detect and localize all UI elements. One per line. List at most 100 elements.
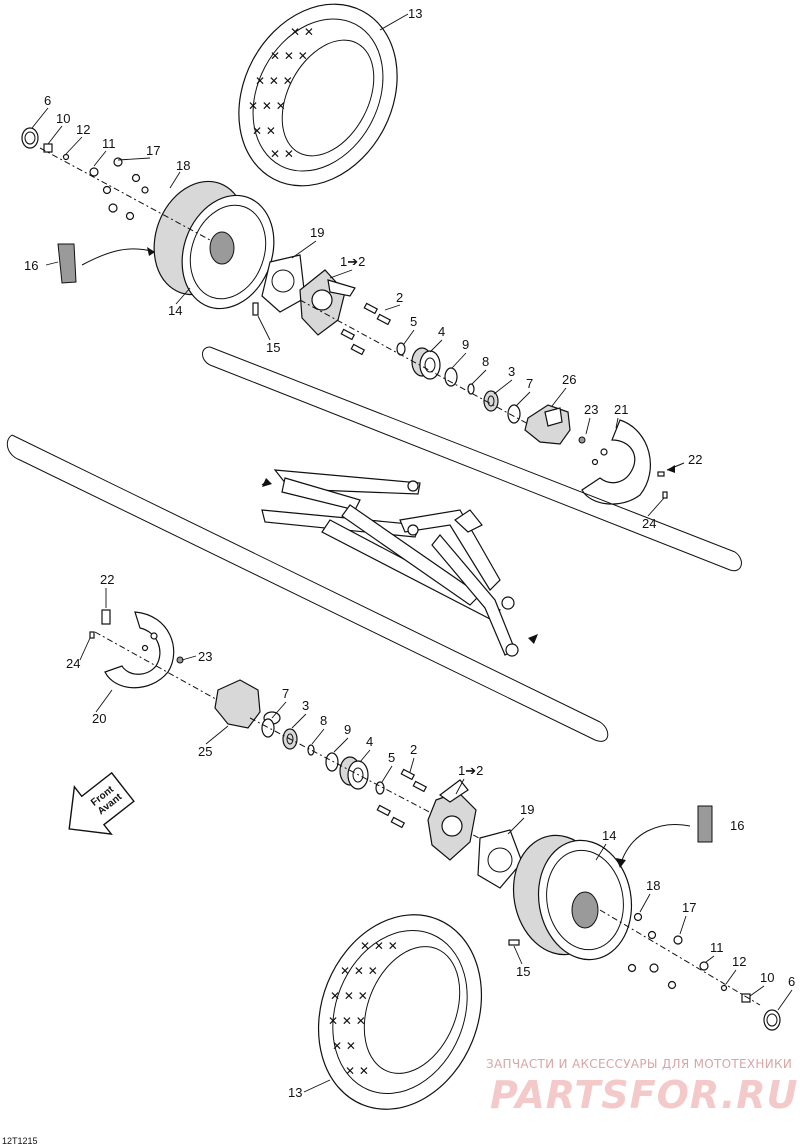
a-arm-assembly[interactable] xyxy=(261,469,519,657)
spacer-8-top[interactable] xyxy=(467,383,475,395)
callouts-top: 13 6 10 12 11 17 18 16 14 19 1➔2 2 15 5 … xyxy=(24,6,702,531)
ring-7-bottom[interactable] xyxy=(261,718,275,738)
brake-disc-bottom[interactable] xyxy=(104,611,175,689)
gasket-bottom[interactable] xyxy=(477,829,523,889)
callout-16-bottom: 16 xyxy=(730,818,744,833)
clip-22-top[interactable] xyxy=(657,471,665,477)
seal-3-top[interactable] xyxy=(483,390,499,412)
leader-line xyxy=(725,969,737,985)
callout-6-top: 6 xyxy=(44,93,51,108)
watermark-logo: PARTSFOR.RU xyxy=(490,1073,798,1117)
leader-line xyxy=(429,339,443,353)
callout-17-top: 17 xyxy=(146,143,160,158)
screw-24-top[interactable] xyxy=(662,491,668,499)
callout-3-bottom: 3 xyxy=(302,698,309,713)
svg-text:✕ ✕ ✕: ✕ ✕ ✕ xyxy=(340,964,378,978)
leader-line xyxy=(257,315,271,341)
decal-arrow-top xyxy=(81,248,156,266)
circlip-9-top[interactable] xyxy=(444,367,458,387)
callout-9-bottom: 9 xyxy=(344,722,351,737)
leader-line xyxy=(639,893,651,913)
callout-17-bottom: 17 xyxy=(682,900,696,915)
callout-4-top: 4 xyxy=(438,324,445,339)
callout-1-2-bottom: 1➔2 xyxy=(458,763,483,778)
ring-bottom[interactable] xyxy=(763,1009,781,1031)
leader-line xyxy=(93,150,107,167)
callout-26-top: 26 xyxy=(562,372,576,387)
svg-text:✕ ✕ ✕: ✕ ✕ ✕ xyxy=(270,49,308,63)
leader-line xyxy=(181,655,197,661)
screw-24-bottom[interactable] xyxy=(89,631,95,639)
leader-line xyxy=(585,417,591,435)
callout-22-bottom: 22 xyxy=(100,572,114,587)
callout-5-top: 5 xyxy=(410,314,417,329)
axis-line-bottom-1 xyxy=(94,631,251,719)
tire-top[interactable]: ✕ ✕ ✕ ✕ ✕ ✕ ✕ ✕ ✕ ✕ ✕ ✕ ✕ ✕ ✕ xyxy=(208,0,428,214)
callout-11-top: 11 xyxy=(102,136,116,151)
callouts-bottom: 22 24 23 20 7 3 25 8 9 4 5 2 1➔2 19 14 1… xyxy=(66,572,795,1100)
leader-line xyxy=(381,765,393,783)
callout-15-top: 15 xyxy=(266,340,280,355)
brake-disc-top[interactable] xyxy=(581,419,651,505)
callout-10-bottom: 10 xyxy=(760,970,774,985)
leader-line xyxy=(595,843,607,861)
clip-22-bottom[interactable] xyxy=(101,609,111,625)
axis-line-bottom-2 xyxy=(249,717,541,871)
callout-16-top: 16 xyxy=(24,258,38,273)
leader-line xyxy=(615,417,619,429)
callout-24-top: 24 xyxy=(642,516,656,531)
callout-14-top: 14 xyxy=(168,303,182,318)
spacer-8-bottom[interactable] xyxy=(307,744,315,756)
svg-text:✕ ✕: ✕ ✕ xyxy=(290,25,314,39)
bolts-bottom[interactable] xyxy=(376,768,428,829)
callout-13-top: 13 xyxy=(408,6,422,21)
svg-text:✕ ✕: ✕ ✕ xyxy=(332,1039,356,1053)
callout-8-bottom: 8 xyxy=(320,713,327,728)
decal-top[interactable] xyxy=(57,243,77,284)
valve-top[interactable] xyxy=(252,302,259,316)
callout-19-bottom: 19 xyxy=(520,802,534,817)
leader-line xyxy=(79,637,91,661)
decal-bottom[interactable] xyxy=(697,805,713,843)
tire-bottom[interactable]: ✕ ✕ ✕ ✕ ✕ ✕ ✕ ✕ ✕ ✕ ✕ ✕ ✕ ✕ ✕ ✕ xyxy=(290,890,510,1134)
leader-line xyxy=(303,1079,331,1093)
axis-line-bottom-3 xyxy=(599,909,761,1006)
callout-8-top: 8 xyxy=(482,354,489,369)
callout-19-top: 19 xyxy=(310,225,324,240)
callout-12-top: 12 xyxy=(76,122,90,137)
callout-23-top: 23 xyxy=(584,402,598,417)
callout-3-top: 3 xyxy=(508,364,515,379)
callout-7-top: 7 xyxy=(526,376,533,391)
leader-line xyxy=(551,387,567,407)
knuckle-top[interactable] xyxy=(524,404,586,445)
leader-line xyxy=(311,728,325,745)
circlip-9-bottom[interactable] xyxy=(325,752,339,772)
hub-bottom[interactable] xyxy=(427,779,477,861)
wheel-rim-top[interactable] xyxy=(139,168,289,321)
leader-line xyxy=(169,171,181,189)
leader-line xyxy=(507,817,525,835)
ring-top[interactable] xyxy=(21,127,39,149)
leader-line xyxy=(359,749,371,763)
wheel-rim-bottom[interactable] xyxy=(504,828,640,967)
leader-line xyxy=(515,391,531,407)
leader-line xyxy=(65,136,83,155)
callout-18-bottom: 18 xyxy=(646,878,660,893)
leader-line xyxy=(329,269,353,279)
leader-line xyxy=(403,329,415,345)
callout-1-2-top: 1➔2 xyxy=(340,254,365,269)
front-direction-arrow: Front Avant xyxy=(68,771,135,836)
washer-5-top[interactable] xyxy=(396,342,406,356)
callout-18-top: 18 xyxy=(176,158,190,173)
valve-bottom[interactable] xyxy=(508,939,520,946)
panel-lower-edge xyxy=(11,434,601,723)
bearing-4-bottom[interactable] xyxy=(339,756,369,790)
wheel-hardware-top[interactable] xyxy=(43,143,149,221)
leader-line xyxy=(749,985,765,997)
hub-top[interactable] xyxy=(299,269,356,336)
bolts-top[interactable] xyxy=(340,302,392,356)
wheel-hardware-bottom[interactable] xyxy=(627,912,751,1003)
leader-line xyxy=(31,107,49,129)
leader-line xyxy=(777,989,793,1011)
callout-24-bottom: 24 xyxy=(66,656,80,671)
